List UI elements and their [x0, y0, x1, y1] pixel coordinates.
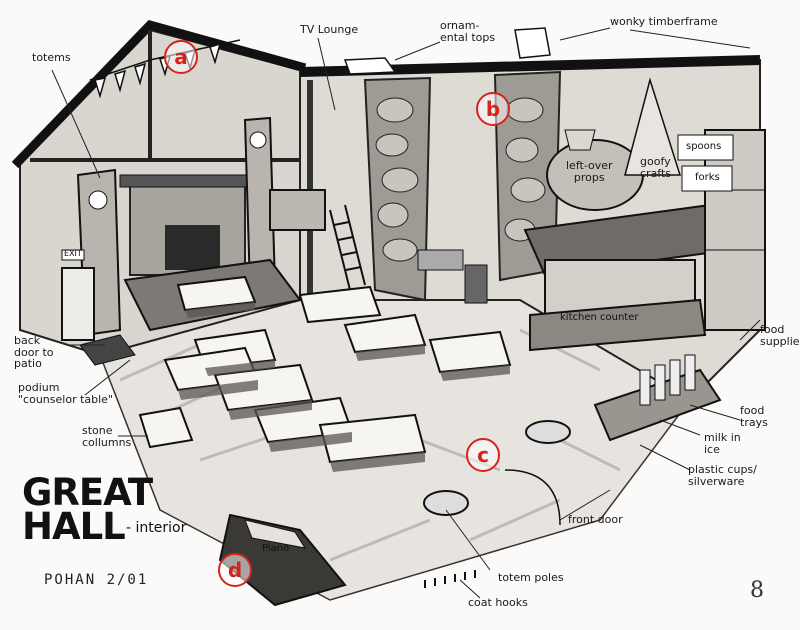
- ornamental-tops: [343, 27, 551, 75]
- back-door: [61, 267, 95, 341]
- side-table: [417, 249, 464, 271]
- column-stones: [375, 97, 419, 262]
- basket: [564, 129, 596, 151]
- artist-signature: POHAN 2/01: [44, 572, 149, 588]
- loft-ladder: [329, 204, 366, 291]
- page-subtitle: - interior: [126, 520, 187, 536]
- floor-hatch-2: [423, 490, 469, 516]
- label-spoons: spoons: [686, 141, 722, 152]
- label-leftover-props: left-over props: [566, 159, 613, 184]
- page-number: 8: [750, 578, 764, 603]
- supply-shelves: [704, 129, 766, 331]
- front-door-swing: [504, 469, 561, 526]
- label-back-door: back door to patio: [14, 334, 54, 371]
- label-piano: Piano: [262, 543, 290, 554]
- exit-sign: [61, 249, 85, 261]
- label-milk-in-ice: milk in ice: [704, 431, 741, 456]
- section-marker-d: d: [218, 553, 252, 587]
- label-front-door: front door: [568, 513, 623, 526]
- page-title: GREAT HALL: [22, 471, 153, 548]
- label-coat-hooks: coat hooks: [468, 596, 528, 609]
- label-tv-lounge: TV Lounge: [300, 23, 359, 36]
- exit-sign-text: EXIT: [64, 249, 82, 258]
- label-food-supplies: food supplies: [760, 323, 800, 348]
- tv-lounge-loft: [269, 189, 326, 231]
- fireplace-opening: [165, 225, 220, 270]
- piano: [218, 513, 347, 607]
- teepee: [624, 77, 682, 176]
- label-kitchen-counter: kitchen counter: [560, 312, 639, 323]
- spoons-box: [677, 134, 734, 161]
- label-stone-columns: stone collumns: [82, 424, 132, 449]
- floor-hatch-1: [525, 420, 571, 444]
- label-ornamental-tops: ornam- ental tops: [440, 19, 496, 44]
- label-plastic-cups: plastic cups/ silverware: [688, 463, 757, 488]
- label-podium: podium "counselor table": [18, 381, 114, 406]
- mantel: [119, 174, 256, 188]
- table-shadows: [178, 302, 510, 472]
- coat-hooks: [424, 570, 476, 588]
- section-marker-c: c: [466, 438, 500, 472]
- label-forks: forks: [695, 172, 720, 183]
- forks-box: [681, 165, 733, 192]
- cup-stacks: [639, 354, 696, 406]
- section-marker-a: a: [164, 40, 198, 74]
- roof-truss-left: [11, 19, 307, 169]
- label-food-trays: food trays: [740, 404, 768, 429]
- leader-lines: [51, 27, 761, 599]
- kitchen-counter: [529, 298, 707, 352]
- label-totem-poles: totem poles: [498, 571, 564, 584]
- section-marker-b: b: [476, 92, 510, 126]
- label-totems: totems: [32, 51, 71, 64]
- barrel: [464, 264, 488, 304]
- back-door-mat: [79, 334, 136, 366]
- label-goofy-crafts: goofy crafts: [640, 155, 672, 180]
- label-wonky-timberframe: wonky timberframe: [610, 15, 718, 28]
